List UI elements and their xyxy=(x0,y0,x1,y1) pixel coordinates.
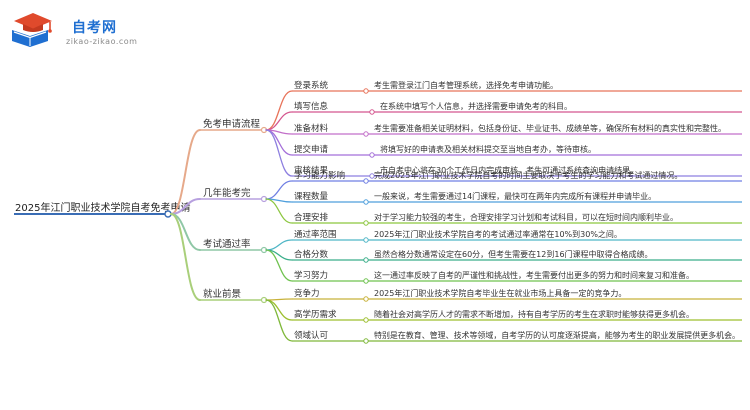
item-label: 提交申请 xyxy=(294,144,329,155)
item-description: 将填写好的申请表及相关材料提交至当地自考办，等待审核。 xyxy=(380,144,596,154)
item-node-dot xyxy=(369,173,375,179)
connector-line xyxy=(265,129,293,177)
item-node-dot xyxy=(363,131,369,137)
connector-line xyxy=(265,299,293,321)
branch-label: 就业前景 xyxy=(203,288,241,300)
item-description: 市自考中心将在30个工作日内完成审核，考生可通过系统查询申请结果。 xyxy=(380,165,638,175)
item-label: 课程数量 xyxy=(294,191,329,202)
item-node-dot xyxy=(363,296,369,302)
connector-line xyxy=(265,180,293,200)
item-node-dot xyxy=(363,88,369,94)
item-label: 高学历需求 xyxy=(294,309,337,320)
item-description: 考生需要准备相关证明材料，包括身份证、毕业证书、成绩单等，确保所有材料的真实性和… xyxy=(374,123,726,133)
item-description: 考生需登录江门自考管理系统，选择免考申请功能。 xyxy=(374,80,558,90)
item-description: 虽然合格分数通常设定在60分，但考生需要在12到16门课程中取得合格成绩。 xyxy=(374,249,653,259)
item-label: 学习能力影响 xyxy=(294,170,345,181)
item-description: 2025年江门职业技术学院自考毕业生在就业市场上具备一定的竞争力。 xyxy=(374,288,626,298)
item-description: 2025年江门职业技术学院自考的考试通过率通常在10%到30%之间。 xyxy=(374,229,622,239)
connector-line xyxy=(265,111,293,131)
item-label: 填写信息 xyxy=(294,101,329,112)
item-description: 对于学习能力较强的考生，合理安排学习计划和考试科目，可以在短时间内顺利毕业。 xyxy=(374,212,678,222)
connector-line xyxy=(265,249,293,282)
item-label: 合格分数 xyxy=(294,249,329,260)
item-node-dot xyxy=(363,178,369,184)
item-label: 登录系统 xyxy=(294,80,329,91)
connector-line xyxy=(265,298,293,301)
item-description: 完成2025年江门职业技术学院自考的时间主要取决于考生的学习能力和考试通过情况。 xyxy=(374,170,682,180)
item-node-dot xyxy=(363,237,369,243)
connector-line xyxy=(170,129,201,215)
item-node-dot xyxy=(363,278,369,284)
item-node-dot xyxy=(363,220,369,226)
item-node-dot xyxy=(363,338,369,344)
item-label: 学习努力 xyxy=(294,270,328,281)
item-description: 在系统中填写个人信息，并选择需要申请免考的科目。 xyxy=(380,101,572,111)
logo: 自考网 zikao-zikao.com xyxy=(0,0,160,50)
item-description: 这一通过率反映了自考的严谨性和挑战性，考生需要付出更多的努力和时间来复习和准备。 xyxy=(374,270,694,280)
item-label: 合理安排 xyxy=(294,212,329,223)
item-description: 一般来说，考生需要通过14门课程，最快可在两年内完成所有课程并申请毕业。 xyxy=(374,191,656,201)
item-label: 准备材料 xyxy=(294,123,329,134)
connector-line xyxy=(265,198,293,224)
connector-line xyxy=(170,198,201,215)
item-node-dot xyxy=(363,199,369,205)
branch-label: 考试通过率 xyxy=(203,238,251,250)
item-node-dot xyxy=(363,317,369,323)
connector-line xyxy=(265,90,293,131)
item-node-dot xyxy=(369,152,375,158)
logo-brand: 自考网 xyxy=(72,20,117,36)
branch-label: 免考申请流程 xyxy=(203,118,261,130)
item-label: 竞争力 xyxy=(294,288,320,299)
item-description: 特别是在教育、管理、技术等领域，自考学历的认可度逐渐提高，能够为考生的职业发展提… xyxy=(374,330,740,340)
graduation-book-icon xyxy=(12,13,52,47)
item-label: 通过率范围 xyxy=(294,229,337,240)
item-node-dot xyxy=(363,257,369,263)
connector-line xyxy=(170,213,201,251)
item-label: 领域认可 xyxy=(294,330,329,341)
branch-label: 几年能考完 xyxy=(203,187,251,199)
root-label: 2025年江门职业技术学院自考免考申请 xyxy=(15,201,190,214)
item-node-dot xyxy=(369,109,375,115)
item-description: 随着社会对高学历人才的需求不断增加，持有自考学历的考生在求职时能够获得更多机会。 xyxy=(374,309,694,319)
connector-line xyxy=(265,239,293,251)
connector-line xyxy=(265,299,293,342)
item-label: 审核结果 xyxy=(294,165,329,176)
connector-line xyxy=(170,213,201,301)
logo-domain: zikao-zikao.com xyxy=(66,37,138,46)
